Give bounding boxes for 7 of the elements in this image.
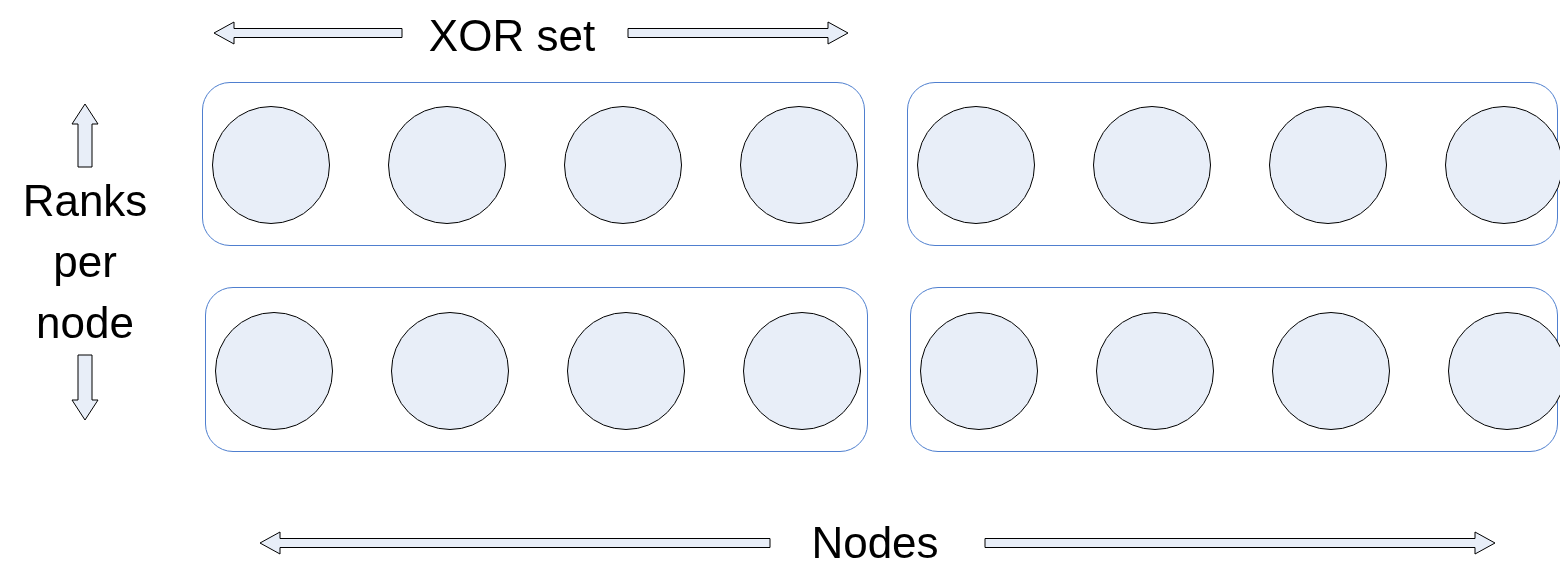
axis-label: XOR set [427, 10, 597, 62]
rounded-box [907, 82, 1558, 246]
rounded-box [202, 82, 865, 246]
axis-label: Ranks per node [21, 175, 149, 349]
rounded-box [910, 287, 1558, 452]
axis-label: Nodes [810, 517, 940, 564]
rounded-box [205, 287, 868, 452]
